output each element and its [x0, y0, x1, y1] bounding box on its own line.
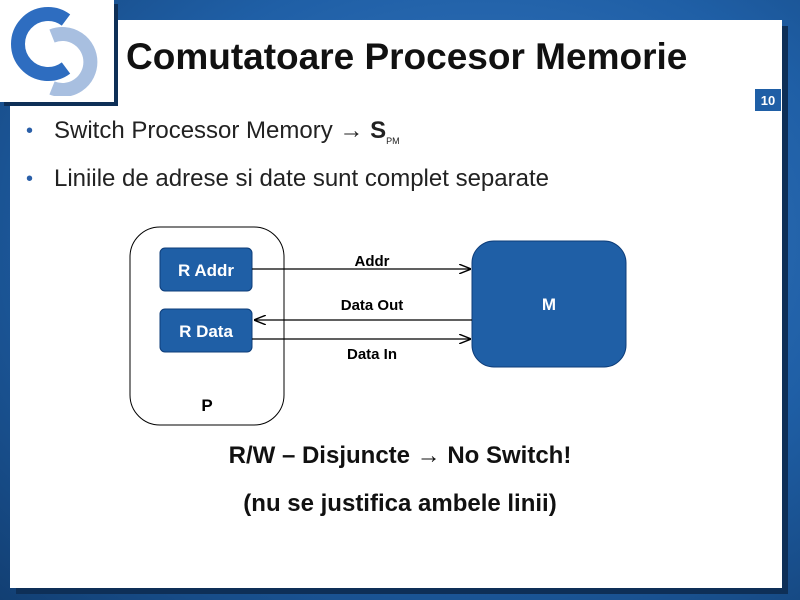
- bullet-item: • Liniile de adrese si date sunt complet…: [26, 162, 549, 210]
- bullet-list: • Switch Processor Memory → SPM • Liniil…: [26, 114, 549, 210]
- page-number-badge: 10: [754, 88, 782, 112]
- memory-box: [471, 240, 627, 368]
- bullet-dot-icon: •: [26, 120, 34, 142]
- processor-label: P: [201, 396, 212, 415]
- logo-icon: [11, 7, 98, 96]
- data-in-line-label: Data In: [347, 346, 397, 363]
- title-bar: [118, 22, 780, 94]
- bullet-emphasis: SPM: [370, 117, 400, 146]
- register-data-label: R Data: [179, 322, 233, 341]
- bullet-text: Switch Processor Memory →: [54, 117, 371, 144]
- bullet-text: Liniile de adrese si date sunt complet s…: [54, 165, 549, 192]
- logo-box: [0, 0, 114, 102]
- conclusion-line-2: (nu se justifica ambele linii): [243, 490, 557, 517]
- conclusion-line-1: R/W – Disjuncte → No Switch!: [228, 442, 572, 469]
- slide-title: Comutatoare Procesor Memorie: [126, 36, 688, 77]
- bullet-item: • Switch Processor Memory → SPM: [26, 114, 549, 162]
- register-data-box: [159, 308, 253, 353]
- memory-label: M: [542, 295, 556, 314]
- addr-line-label: Addr: [355, 253, 390, 270]
- register-addr-label: R Addr: [178, 261, 234, 280]
- bullet-dot-icon: •: [26, 168, 34, 190]
- data-out-line-label: Data Out: [341, 297, 404, 314]
